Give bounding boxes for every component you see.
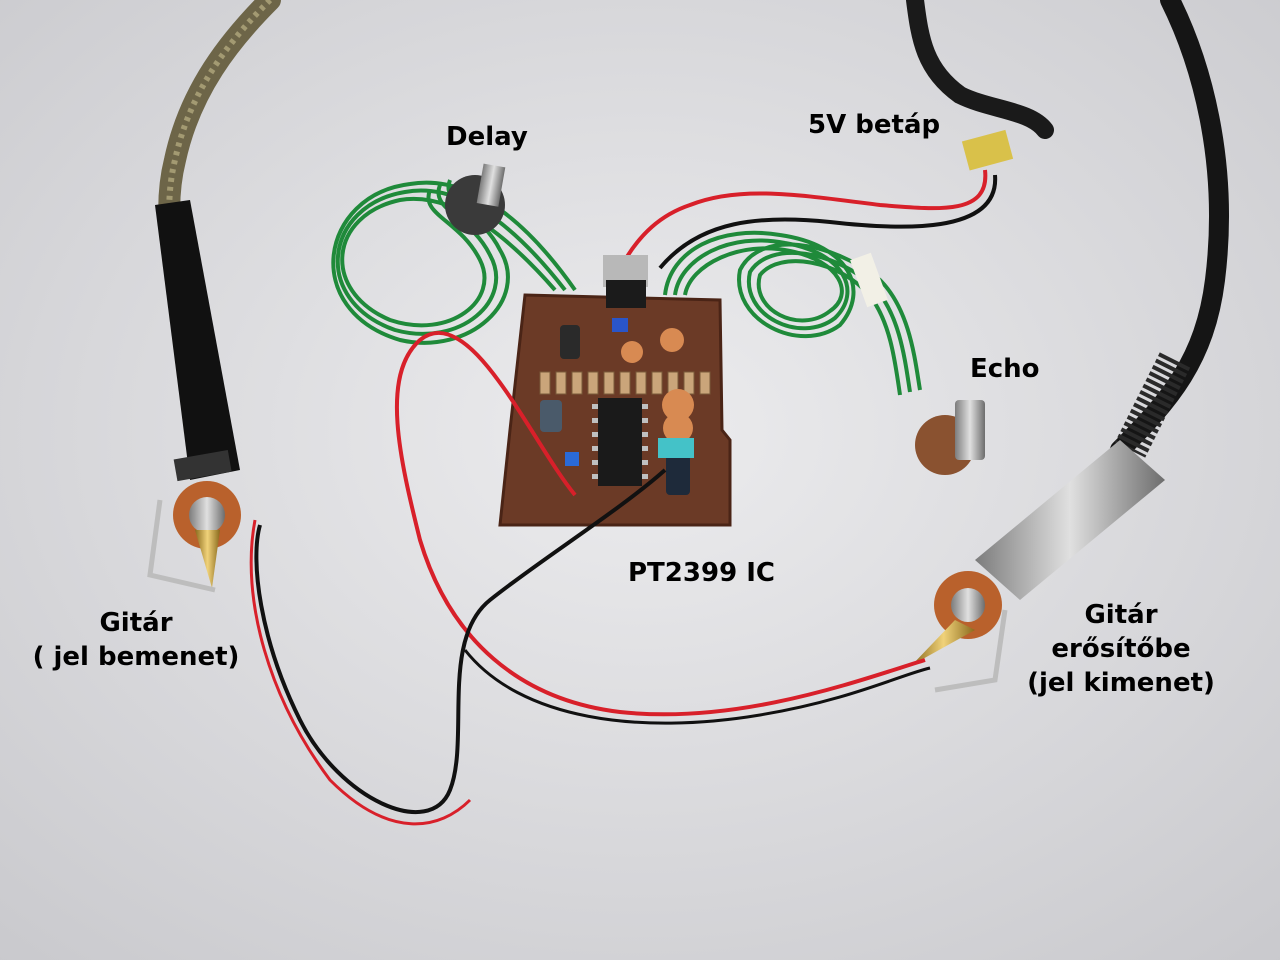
- output-jack-clip: [934, 609, 1008, 693]
- delay-label: Delay: [446, 120, 528, 154]
- input-label-line1: Gitár: [99, 608, 173, 638]
- pcb-edge: [498, 293, 732, 527]
- blue-cap: [612, 318, 628, 332]
- output-label-line2: erősítőbe: [1051, 634, 1191, 664]
- echo-pot-shaft: [955, 400, 985, 460]
- input-label: Gitár ( jel bemenet): [20, 606, 252, 674]
- ic-label: PT2399 IC: [628, 556, 775, 590]
- echo-label-text: Echo: [970, 354, 1040, 384]
- ic-label-text: PT2399 IC: [628, 558, 775, 588]
- power-cable: [906, 0, 1054, 139]
- delay-pot-shaft: [476, 163, 506, 207]
- ceramic-cap: [621, 341, 643, 363]
- regulator-body: [606, 280, 646, 308]
- resistor-row: [539, 371, 711, 395]
- output-label-line3: (jel kimenet): [1027, 668, 1215, 698]
- blue-cap: [565, 452, 579, 466]
- output-cable: [1110, 0, 1229, 460]
- input-plug-ring: [173, 449, 232, 482]
- input-jack-center: [189, 497, 225, 533]
- film-cap: [658, 438, 694, 458]
- output-label: Gitár erősítőbe (jel kimenet): [1008, 598, 1234, 700]
- power-label-text: 5V betáp: [808, 110, 941, 140]
- output-label-line1: Gitár: [1084, 600, 1158, 630]
- input-plug-body: [155, 200, 240, 480]
- output-jack-center: [951, 588, 985, 622]
- input-jack-clip: [147, 499, 216, 593]
- red-signal-wire: [394, 330, 926, 717]
- power-lead-red: [623, 169, 988, 262]
- ceramic-cap: [662, 389, 694, 421]
- black-signal-wire: [254, 468, 667, 815]
- input-label-line2: ( jel bemenet): [32, 642, 240, 672]
- red-input-wire: [249, 519, 472, 826]
- electrolytic-cap: [666, 455, 690, 495]
- output-plug-spring: [1114, 352, 1191, 458]
- black-output-wire: [463, 649, 931, 725]
- output-plug-body: [975, 440, 1165, 600]
- ceramic-cap: [660, 328, 684, 352]
- pt2399-chip: [598, 398, 642, 486]
- delay-label-text: Delay: [446, 122, 528, 152]
- power-connector: [961, 129, 1014, 171]
- electrolytic-cap: [540, 400, 562, 432]
- input-jack-tip: [195, 530, 220, 588]
- electrolytic-cap: [560, 325, 580, 359]
- echo-label: Echo: [970, 352, 1040, 386]
- power-lead-black: [658, 174, 998, 270]
- ceramic-cap: [663, 413, 693, 443]
- chip-pins: [592, 404, 648, 479]
- output-jack-tip: [912, 620, 975, 665]
- wire-tape: [850, 252, 888, 308]
- power-label: 5V betáp: [808, 108, 940, 142]
